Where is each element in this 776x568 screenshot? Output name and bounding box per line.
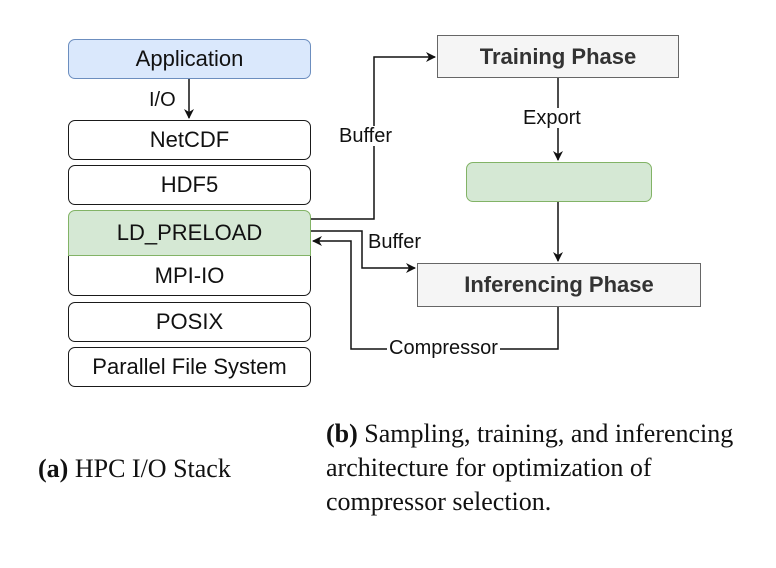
compressor-feedback-arrow	[312, 236, 559, 350]
ld-preload-label: LD_PRELOAD	[116, 220, 263, 245]
caption-b-tag: (b)	[326, 419, 358, 448]
netcdf-label: NetCDF	[149, 127, 230, 152]
posix-label: POSIX	[155, 309, 224, 334]
application-box: Application	[68, 39, 311, 79]
hdf5-box: HDF5	[68, 165, 311, 205]
model-box	[466, 162, 652, 202]
parallel-file-system-box: Parallel File System	[68, 347, 311, 387]
caption-a-text: HPC I/O Stack	[74, 454, 231, 483]
caption-b: (b) Sampling, training, and inferencing …	[326, 417, 766, 519]
caption-a: (a) HPC I/O Stack	[38, 452, 231, 486]
io-edge-label: I/O	[149, 89, 176, 111]
hdf5-label: HDF5	[160, 172, 219, 197]
inferencing-phase-box: Inferencing Phase	[417, 263, 701, 307]
parallel-file-system-label: Parallel File System	[92, 354, 287, 379]
training-phase-box: Training Phase	[437, 35, 679, 78]
application-label: Application	[135, 46, 244, 71]
inferencing-phase-label: Inferencing Phase	[464, 272, 654, 297]
mpi-io-label: MPI-IO	[154, 262, 225, 288]
training-phase-label: Training Phase	[479, 43, 637, 69]
compressor-edge-label: Compressor	[387, 337, 500, 359]
posix-box: POSIX	[68, 302, 311, 342]
caption-b-text: Sampling, training, and inferencing arch…	[326, 419, 734, 516]
ld-preload-box: LD_PRELOAD	[68, 210, 311, 256]
buffer-to-inferencing-arrow	[311, 230, 416, 273]
netcdf-box: NetCDF	[68, 120, 311, 160]
buffer-top-edge-label: Buffer	[339, 125, 392, 147]
caption-a-tag: (a)	[38, 454, 69, 483]
buffer-bottom-edge-label: Buffer	[368, 231, 421, 253]
mpi-io-box: MPI-IO	[68, 256, 311, 296]
export-edge-label: Export	[523, 107, 581, 129]
